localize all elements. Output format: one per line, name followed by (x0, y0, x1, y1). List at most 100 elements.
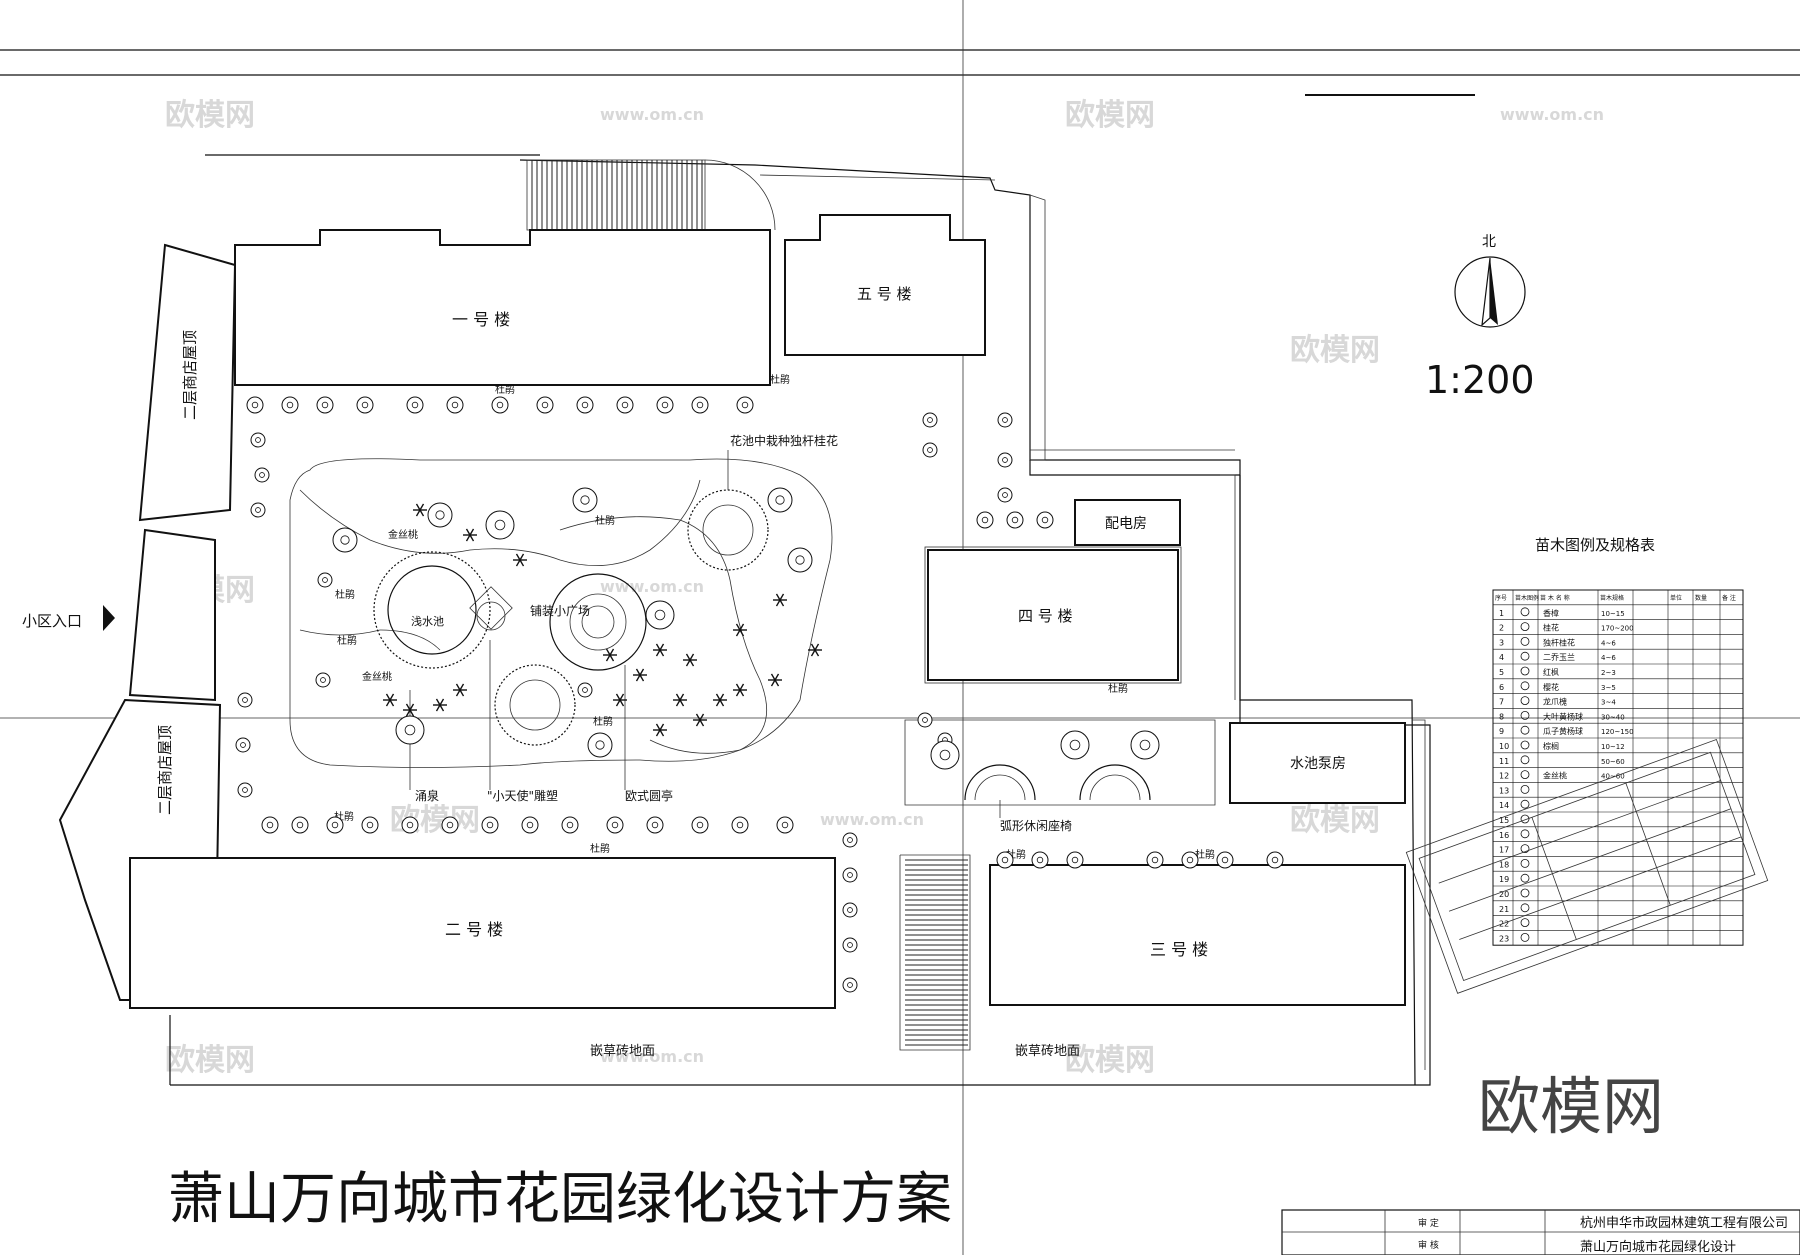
azalea-label: 杜鹃 (335, 588, 355, 601)
tree-symbol (996, 851, 1014, 869)
titleblock-row1: 审 定 (1418, 1217, 1439, 1229)
overlay-sketch (1405, 738, 1769, 994)
grass-paving-label: 嵌草砖地面 (590, 1044, 655, 1059)
legend-row-name: 大叶黄杨球 (1543, 711, 1583, 721)
golden-label: 金丝桃 (362, 670, 392, 683)
scale-label: 1:200 (1425, 358, 1535, 402)
tree-symbol (576, 396, 594, 414)
legend-row-spec: 3~4 (1601, 699, 1616, 707)
shrub-symbol (413, 503, 427, 517)
tree-symbol (645, 600, 675, 630)
shrub-symbol (733, 683, 747, 697)
watermark: 欧模网 (1065, 98, 1155, 133)
legend-row-spec: 3~5 (1601, 684, 1616, 692)
tree-symbol (246, 396, 264, 414)
tree-symbol (250, 432, 266, 448)
legend-row-name: 龙爪槐 (1543, 697, 1567, 707)
grass-paving: 嵌草砖地面 嵌草砖地面 (590, 1044, 1080, 1059)
azalea-label: 杜鹃 (595, 514, 615, 527)
shrub-symbol (683, 653, 697, 667)
tree-symbol (281, 396, 299, 414)
tree-symbol (237, 782, 253, 798)
tree-symbol (922, 442, 938, 458)
legend-row-spec: 4~6 (1601, 654, 1616, 662)
tree-symbol (561, 816, 579, 834)
fountain-pool-label: 浅水池 (411, 615, 444, 628)
tree-symbol (656, 396, 674, 414)
building-3-label: 三 号 楼 (1150, 940, 1208, 959)
legend-row-index: 19 (1499, 875, 1509, 884)
shrub-symbol (433, 698, 447, 712)
tree-symbol (842, 832, 858, 848)
legend-row-name: 瓜子黄杨球 (1543, 726, 1583, 736)
north-label: 北 (1482, 234, 1496, 250)
watermark-logo: 欧模网 (1478, 1070, 1664, 1143)
tree-symbol (842, 867, 858, 883)
legend-header: 苗木规格 (1600, 594, 1624, 602)
legend-row-index: 18 (1499, 860, 1509, 869)
stair-top (526, 159, 776, 231)
tree-symbol (842, 977, 858, 993)
tree-symbol (787, 547, 813, 573)
building-4: 四 号 楼 (924, 546, 1182, 684)
pavilion (549, 573, 647, 671)
small-square-label: 铺装小广场 (530, 604, 590, 618)
tree-symbol (235, 737, 251, 753)
building-2: 二 号 楼 (129, 857, 836, 1009)
golden-label: 金丝桃 (388, 528, 418, 541)
tree-symbol (441, 816, 459, 834)
azalea-label: 杜鹃 (770, 373, 790, 386)
tree-symbol (291, 816, 309, 834)
east-garden: 弧形休闲座椅 (904, 719, 1216, 833)
tree-symbol (842, 937, 858, 953)
legend-row-index: 12 (1499, 772, 1509, 781)
shrub-symbol (693, 713, 707, 727)
building-5-label: 五 号 楼 (857, 285, 912, 303)
tree-symbol (776, 816, 794, 834)
legend-row-name: 独杆桂花 (1543, 637, 1575, 647)
arc-bench-label: 弧形休闲座椅 (1000, 818, 1072, 833)
tree-symbol (997, 487, 1013, 503)
legend-row-spec: 40~60 (1601, 773, 1625, 781)
azalea-label: 杜鹃 (337, 634, 357, 647)
tree-symbol (361, 816, 379, 834)
tree-symbol (997, 452, 1013, 468)
legend-row-index: 17 (1499, 846, 1509, 855)
legend-row-spec: 50~60 (1601, 758, 1625, 766)
watermark: www.om.cn (600, 105, 704, 124)
tree-symbol (577, 682, 593, 698)
tree-symbol (1066, 851, 1084, 869)
tree-symbol (1006, 511, 1024, 529)
legend-row-spec: 2~3 (1601, 669, 1616, 677)
tree-symbol (736, 396, 754, 414)
legend-row-spec: 30~40 (1601, 713, 1625, 721)
tree-symbol (917, 712, 933, 728)
watermark: www.om.cn (600, 1047, 704, 1066)
tree-symbol (606, 816, 624, 834)
shop-label: 二层商店屋顶 (156, 725, 174, 815)
azalea-label: 杜鹃 (593, 715, 613, 728)
building-5: 五 号 楼 (784, 214, 986, 356)
building-1-label: 一 号 楼 (452, 310, 510, 329)
shrub-symbol (513, 553, 527, 567)
fountain-pool-outer (373, 551, 491, 669)
tree-symbol (691, 396, 709, 414)
watermark: 欧模网 (1290, 803, 1380, 838)
spring-label: 涌泉 (415, 789, 439, 803)
grass-paving-label: 嵌草砖地面 (1015, 1044, 1080, 1059)
tree-symbol (237, 692, 253, 708)
legend-row-spec: 170~200 (1601, 625, 1634, 633)
tree-symbol (446, 396, 464, 414)
pump-room-label: 水池泵房 (1290, 756, 1346, 772)
tree-symbol (616, 396, 634, 414)
tree-symbol (427, 502, 453, 528)
angel-label: "小天使"雕塑 (487, 788, 558, 803)
azalea-label: 杜鹃 (495, 383, 515, 396)
watermark: www.om.cn (1500, 105, 1604, 124)
azalea-label: 杜鹃 (1108, 682, 1128, 695)
project-name: 萧山万向城市花园绿化设计 (1580, 1239, 1736, 1255)
flower-bed (687, 489, 769, 571)
